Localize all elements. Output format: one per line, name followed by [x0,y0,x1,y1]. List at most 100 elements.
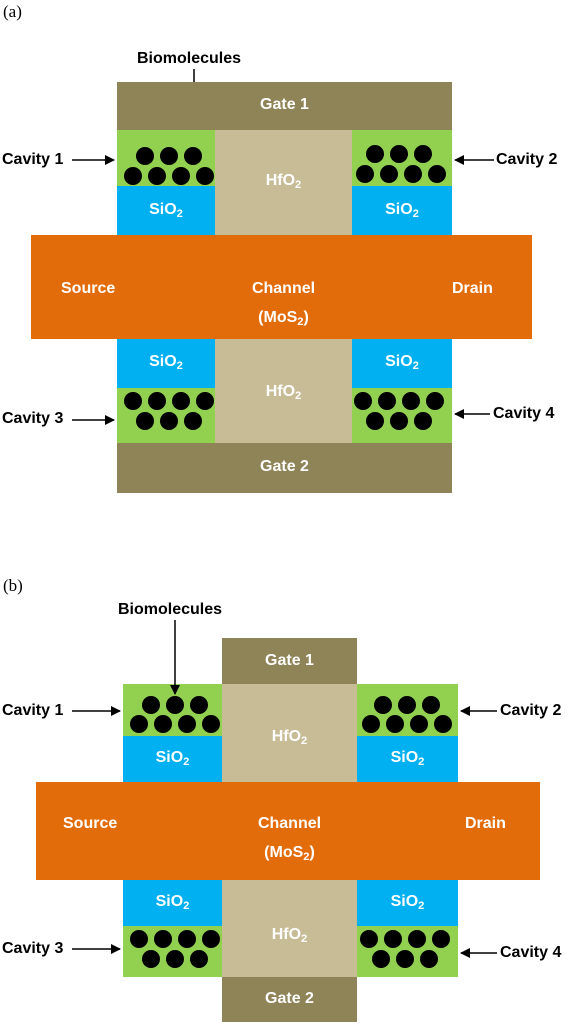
biomolecule [390,145,408,163]
biomolecule [172,167,190,185]
panel-b-hfo2-bottom-text: HfO [271,926,302,943]
biomolecule [366,412,384,430]
panel-a-label: (a) [3,2,22,21]
panel-b-cavity-2-label: Cavity 2 [500,702,562,719]
panel-b-hfo2-top-text: HfO [271,728,302,745]
biomolecule [414,412,432,430]
panel-b-hfo2-bottom [222,880,357,977]
panel-b-drain-label: Drain [465,815,506,832]
panel-a-cavity-2-label: Cavity 2 [496,151,558,168]
biomolecule [408,930,426,948]
panel-a-cavity-3-label: Cavity 3 [2,410,64,427]
biomolecule [362,715,380,733]
panel-a-channel [31,235,532,339]
biomolecule [196,167,214,185]
biomolecule [410,715,428,733]
biomolecule [136,147,154,165]
biomolecule [124,167,142,185]
biomolecule [396,950,414,968]
panel-b-mos-text: (MoS [264,844,304,861]
panel-b-sio2-top-right [357,736,458,782]
panel-a-channel-label: Channel [251,280,316,297]
panel-a-gate-2 [117,443,452,493]
panel-b-sio2-tl-text: SiO [155,749,184,766]
panel-b-gate-2-label: Gate 2 [265,990,314,1007]
panel-b-source-label: Source [63,815,118,832]
biomolecule [154,715,172,733]
biomolecule [190,696,208,714]
biomolecule [124,392,142,410]
biomolecule [166,696,184,714]
panel-b-sio2-bottom-right-label: SiO2 [357,893,458,912]
panel-b-sio2-bottom-left-label: SiO2 [123,893,222,912]
biomolecule [190,950,208,968]
biomolecule [354,392,372,410]
panel-b-sio2-bl-sub: 2 [183,899,190,912]
panel-a-channel-material-label: (MoS2) [215,309,352,328]
panel-b-hfo2-top-sub: 2 [301,734,308,747]
panel-b-sio2-top-left [123,736,222,782]
biomolecule [414,145,432,163]
biomolecule [184,147,202,165]
panel-b-sio2-tr-text: SiO [390,749,419,766]
panel-b-gate-1-label: Gate 1 [265,652,314,669]
biomolecule [154,930,172,948]
panel-b-gate-2 [222,977,357,1022]
biomolecule [380,165,398,183]
biomolecule [372,950,390,968]
panel-a-sio2-bottom-right [352,339,452,388]
biomolecule [178,930,196,948]
biomolecule [136,412,154,430]
panel-a-cavity-1-label: Cavity 1 [2,151,64,168]
biomolecule [390,412,408,430]
panel-a-hfo2-bottom-text: HfO [265,383,296,400]
biomolecule [142,950,160,968]
biomolecule [148,392,166,410]
panel-a-hfo2-top-text: HfO [265,172,296,189]
panel-b-mos-close: ) [309,844,315,861]
biomolecule [384,930,402,948]
panel-b-biomolecules-label: Biomolecules [118,601,223,618]
biomolecule [432,930,450,948]
panel-b-hfo2-bottom-label: HfO2 [222,926,357,945]
panel-a-sio2-bottom-left-label: SiO2 [117,353,215,372]
panel-a-sio2-top-right-label: SiO2 [352,201,452,220]
panel-a-hfo2-bottom-label: HfO2 [215,383,352,402]
biomolecule [178,715,196,733]
biomolecule [148,167,166,185]
biomolecule [386,715,404,733]
panel-a-sio2-tl-text: SiO [149,201,177,218]
biomolecule [160,412,178,430]
panel-a-hfo2-bottom-sub: 2 [295,389,302,402]
panel-a-sio2-top-right [352,186,452,235]
biomolecule [196,392,214,410]
panel-a-hfo2-bottom [215,339,352,443]
biomolecule [374,696,392,714]
panel-a-mos-text: (MoS [258,309,298,326]
biomolecule [184,412,202,430]
panel-a-mos-close: ) [303,309,309,326]
biomolecule [356,165,374,183]
panel-b-sio2-tr-sub: 2 [418,755,425,768]
panel-a-hfo2-top [215,130,352,235]
biomolecule [202,715,220,733]
biomolecule [166,950,184,968]
biomolecule [402,392,420,410]
panel-a-hfo2-top-sub: 2 [295,178,302,191]
panel-a-biomolecules-label: Biomolecules [137,50,242,67]
panel-a-sio2-br-text: SiO [385,353,413,370]
biomolecule [420,950,438,968]
panel-a-sio2-tr-text: SiO [385,201,413,218]
biomolecule [404,165,422,183]
biomolecule [360,930,378,948]
panel-b-mos-sub: 2 [303,850,310,863]
biomolecule [130,715,148,733]
panel-a-gate-1 [117,82,452,130]
panel-a-sio2-tl-sub: 2 [176,207,183,220]
panel-b-sio2-br-sub: 2 [418,899,425,912]
biomolecule [130,930,148,948]
panel-b-channel [36,782,540,880]
panel-b-sio2-tl-sub: 2 [183,755,190,768]
panel-a-sio2-bl-sub: 2 [176,359,183,372]
